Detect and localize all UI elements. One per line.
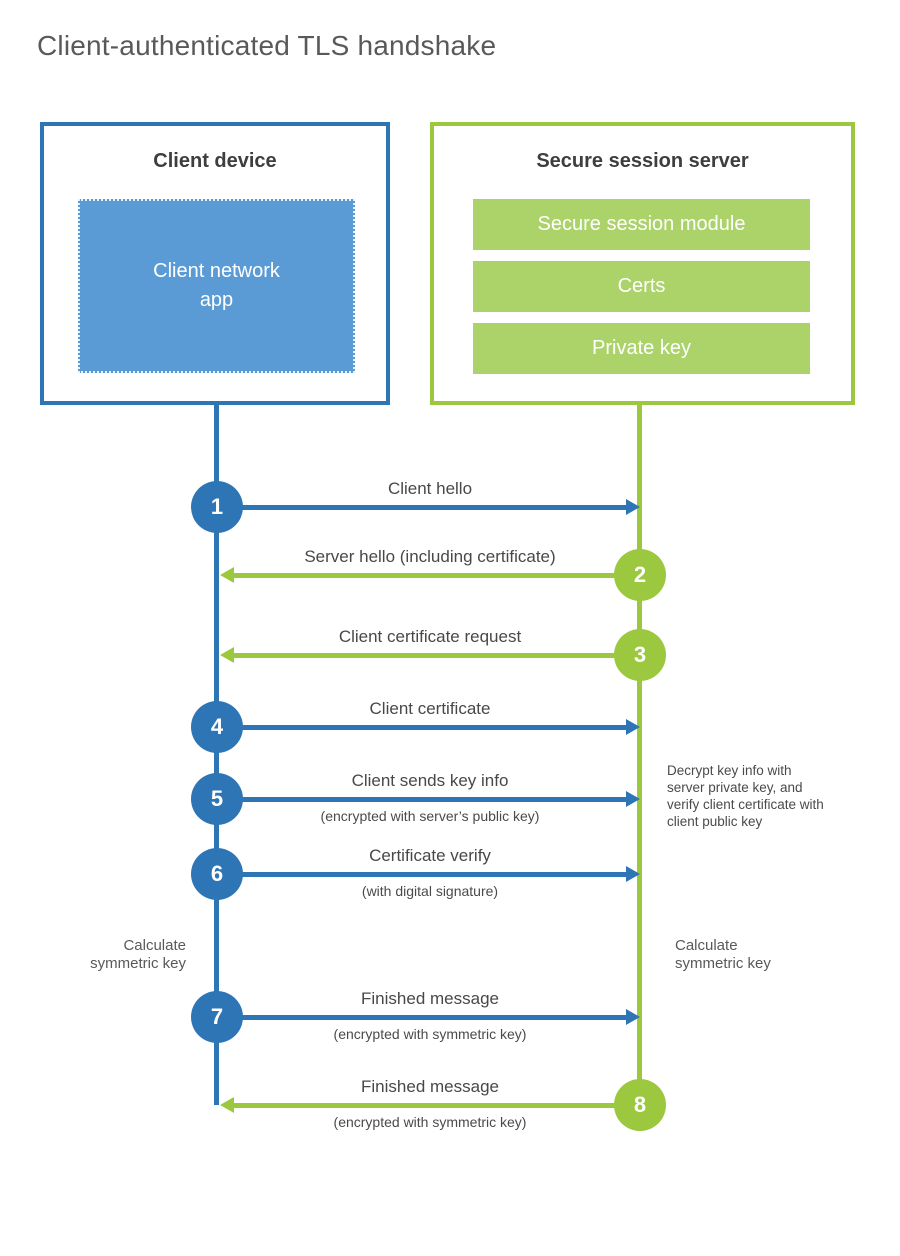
step-badge-1: 1 bbox=[191, 481, 243, 533]
server-private-key-bar: Private key bbox=[473, 323, 810, 374]
step-badge-5: 5 bbox=[191, 773, 243, 825]
arrow-left-2 bbox=[220, 567, 622, 583]
step-badge-4: 4 bbox=[191, 701, 243, 753]
message-label-8: Finished message bbox=[361, 1077, 499, 1096]
message-label-7: Finished message bbox=[361, 989, 499, 1008]
message-label-3: Client certificate request bbox=[338, 627, 522, 646]
message-sublabel-8: (encrypted with symmetric key) bbox=[333, 1114, 527, 1130]
message-label-4: Client certificate bbox=[369, 699, 491, 718]
message-label-5: Client sends key info bbox=[351, 771, 509, 790]
secure-session-server-title: Secure session server bbox=[536, 150, 749, 172]
arrow-left-3 bbox=[220, 647, 622, 663]
server-certs-bar: Certs bbox=[473, 261, 810, 312]
arrow-right-6 bbox=[238, 866, 640, 882]
server-decrypt-note: Decrypt key info with server private key… bbox=[667, 763, 824, 829]
message-sublabel-6: (with digital signature) bbox=[361, 883, 499, 899]
server-module-bar: Secure session module bbox=[473, 199, 810, 250]
client-lifeline bbox=[214, 405, 219, 1105]
arrow-right-4 bbox=[238, 719, 640, 735]
step-badge-7: 7 bbox=[191, 991, 243, 1043]
step-badge-6: 6 bbox=[191, 848, 243, 900]
message-label-1: Client hello bbox=[387, 479, 473, 498]
message-label-2: Server hello (including certificate) bbox=[304, 547, 556, 566]
arrow-right-7 bbox=[238, 1009, 640, 1025]
server-lifeline bbox=[637, 405, 642, 1131]
page-title: Client-authenticated TLS handshake bbox=[37, 30, 497, 61]
client-calculate-symmetric-key-note: Calculate symmetric key bbox=[90, 937, 186, 972]
arrow-right-1 bbox=[238, 499, 640, 515]
message-label-6: Certificate verify bbox=[369, 846, 491, 865]
step-badge-2: 2 bbox=[614, 549, 666, 601]
arrow-right-5 bbox=[238, 791, 640, 807]
client-device-title: Client device bbox=[153, 150, 277, 172]
server-calculate-symmetric-key-note: Calculate symmetric key bbox=[675, 937, 771, 972]
client-network-app-box: Client network app bbox=[78, 199, 355, 373]
arrow-left-8 bbox=[220, 1097, 622, 1113]
step-badge-3: 3 bbox=[614, 629, 666, 681]
message-sublabel-5: (encrypted with server’s public key) bbox=[320, 808, 540, 824]
message-sublabel-7: (encrypted with symmetric key) bbox=[333, 1026, 527, 1042]
step-badge-8: 8 bbox=[614, 1079, 666, 1131]
